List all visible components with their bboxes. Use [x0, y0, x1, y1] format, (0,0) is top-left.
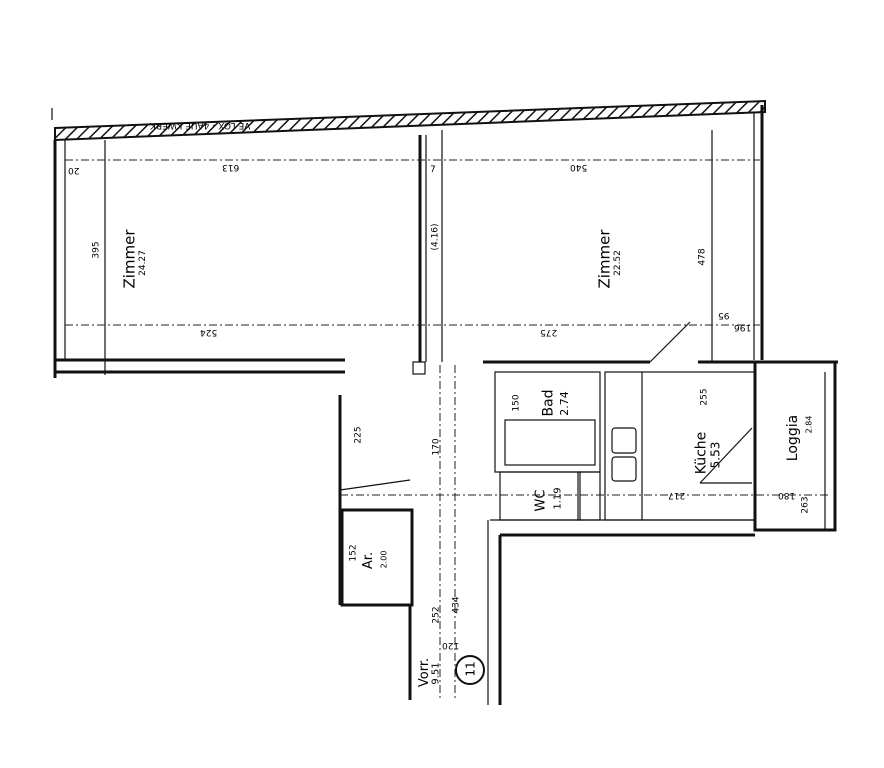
- unit-number-circle: [455, 655, 485, 685]
- area-wc: 1.19: [552, 487, 564, 510]
- exterior-wall: [54, 99, 766, 142]
- room-loggia: [753, 360, 837, 532]
- area-loggia: 2.84: [804, 415, 814, 434]
- dim-150: 150: [511, 394, 522, 412]
- dim-20: 20: [68, 165, 80, 175]
- area-ar: 2.00: [379, 550, 389, 569]
- unit-number: 11: [463, 661, 478, 677]
- label-wc: WC: [533, 489, 549, 512]
- label-zimmer-left: Zimmer: [120, 229, 139, 289]
- dim-225: 225: [353, 426, 364, 444]
- header-text: VE LOX - 4AUE KWERK: [150, 120, 251, 130]
- dim-540: 540: [570, 162, 588, 172]
- room-abstellraum: [340, 508, 414, 607]
- dim-217: 217: [668, 490, 686, 500]
- dim-170: 170: [431, 438, 442, 456]
- dim-478: 478: [697, 248, 708, 266]
- dim-524: 524: [200, 327, 218, 337]
- label-bad: Bad: [540, 389, 557, 417]
- label-loggia: Loggia: [785, 414, 802, 462]
- dim-7: 7: [430, 165, 436, 175]
- label-ar: Ar.: [361, 551, 377, 570]
- room-bad: [494, 371, 601, 521]
- dim-196: 196: [734, 322, 752, 332]
- dim-395: 395: [91, 241, 102, 259]
- label-kueche: Küche: [693, 431, 710, 475]
- dim-95: 95: [718, 310, 730, 320]
- area-zimmer-left: 24.27: [137, 250, 148, 276]
- area-kueche: 5.53: [708, 441, 723, 469]
- area-zimmer-right: 22.52: [612, 250, 623, 276]
- dim-180: 180: [778, 490, 796, 500]
- dim-252: 252: [431, 606, 442, 624]
- area-bad: 2.74: [557, 391, 571, 416]
- area-vorraum: 9.51: [430, 662, 442, 685]
- dim-416: (4.16): [430, 223, 441, 251]
- room-zimmer-left: [53, 135, 427, 378]
- dim-255: 255: [699, 388, 710, 406]
- dim-120: 120: [442, 640, 460, 650]
- dim-263: 263: [800, 496, 811, 514]
- label-zimmer-right: Zimmer: [595, 229, 614, 289]
- dim-152: 152: [348, 544, 359, 562]
- dim-275: 275: [540, 327, 558, 337]
- dim-434: 434: [451, 596, 462, 614]
- room-zimmer-right: [441, 105, 838, 364]
- dim-613: 613: [222, 162, 240, 172]
